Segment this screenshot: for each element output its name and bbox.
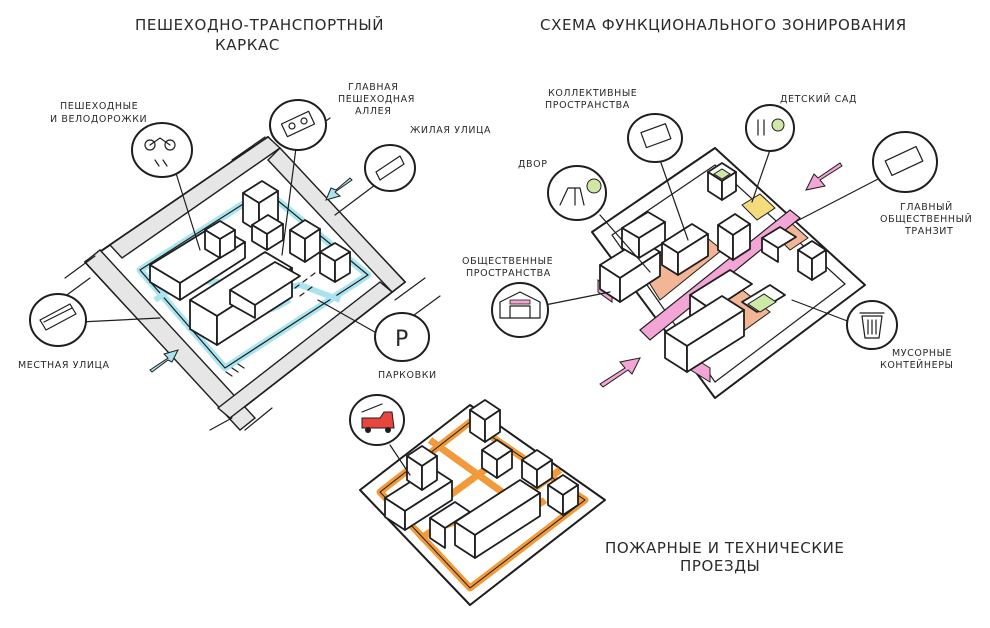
label-ped-bike-2: И ВЕЛОДОРОЖКИ xyxy=(50,114,147,125)
pedestrian-transport-diagram: P ПЕШЕХОДНО-ТРАНСПОРТНЫЙ КАРКАС ПЕШЕХОДН… xyxy=(18,15,491,431)
pedestrian-title-line1: ПЕШЕХОДНО-ТРАНСПОРТНЫЙ xyxy=(135,15,384,34)
zoning-title: СХЕМА ФУНКЦИОНАЛЬНОГО ЗОНИРОВАНИЯ xyxy=(540,16,907,34)
fire-plot-outline xyxy=(359,404,606,606)
callout-public xyxy=(491,282,611,338)
label-kindergarten: ДЕТСКИЙ САД xyxy=(780,93,857,105)
parking-marks xyxy=(225,272,316,377)
label-collective-1: КОЛЛЕКТИВНЫЕ xyxy=(548,88,637,99)
label-main-alley-2: ПЕШЕХОДНАЯ xyxy=(338,94,415,105)
label-waste-1: МУСОРНЫЕ xyxy=(892,348,952,359)
callout-collective xyxy=(627,113,689,241)
label-residential-street: ЖИЛАЯ УЛИЦА xyxy=(410,125,491,136)
entry-arrow-top xyxy=(325,177,353,201)
label-public-2: ПРОСТРАНСТВА xyxy=(466,268,551,279)
pedestrian-title-line2: КАРКАС xyxy=(215,36,280,54)
callout-residential-street xyxy=(334,144,416,216)
callout-parking: P xyxy=(317,299,430,362)
label-main-alley-1: ГЛАВНАЯ xyxy=(348,82,398,93)
label-transit-3: ТРАНЗИТ xyxy=(904,226,953,237)
label-parking: ПАРКОВКИ xyxy=(378,370,437,381)
buildings-right xyxy=(599,162,827,373)
callout-main-alley xyxy=(269,99,327,256)
fire-title-line2: ПРОЕЗДЫ xyxy=(680,557,760,575)
label-main-alley-3: АЛЛЕЯ xyxy=(355,106,391,117)
callout-yard xyxy=(547,165,651,273)
fire-title-line1: ПОЖАРНЫЕ И ТЕХНИЧЕСКИЕ xyxy=(605,539,845,557)
trash-can-icon xyxy=(859,312,885,339)
buildings-bottom xyxy=(384,399,579,559)
zoning-diagram: СХЕМА ФУНКЦИОНАЛЬНОГО ЗОНИРОВАНИЯ КОЛЛЕК… xyxy=(462,16,972,399)
label-local-street: МЕСТНАЯ УЛИЦА xyxy=(18,360,110,371)
label-transit-1: ГЛАВНЫЙ xyxy=(900,201,953,213)
fire-access-diagram: ПОЖАРНЫЕ И ТЕХНИЧЕСКИЕ ПРОЕЗДЫ xyxy=(349,394,845,606)
label-collective-2: ПРОСТРАНСТВА xyxy=(545,100,630,111)
callout-ped-bike xyxy=(131,122,201,251)
label-public-1: ОБЩЕСТВЕННЫЕ xyxy=(462,256,553,267)
fire-truck-icon xyxy=(361,411,395,429)
callout-kindergarten xyxy=(745,104,795,203)
callout-local-street xyxy=(29,293,161,347)
callout-transit xyxy=(794,131,938,223)
label-ped-bike-1: ПЕШЕХОДНЫЕ xyxy=(60,101,138,112)
buildings-left xyxy=(149,180,351,346)
label-transit-2: ОБЩЕСТВЕННЫЙ xyxy=(880,213,972,225)
entry-arrow-bottom xyxy=(149,349,179,373)
label-yard: ДВОР xyxy=(518,159,548,170)
label-waste-2: КОНТЕЙНЕРЫ xyxy=(880,359,954,371)
transit-arrow-top xyxy=(805,162,843,191)
callout-fire-truck xyxy=(349,394,411,476)
parking-symbol: P xyxy=(395,327,409,352)
callout-waste xyxy=(791,299,898,350)
street-network xyxy=(83,136,407,431)
transit-arrow-bottom xyxy=(599,357,641,388)
